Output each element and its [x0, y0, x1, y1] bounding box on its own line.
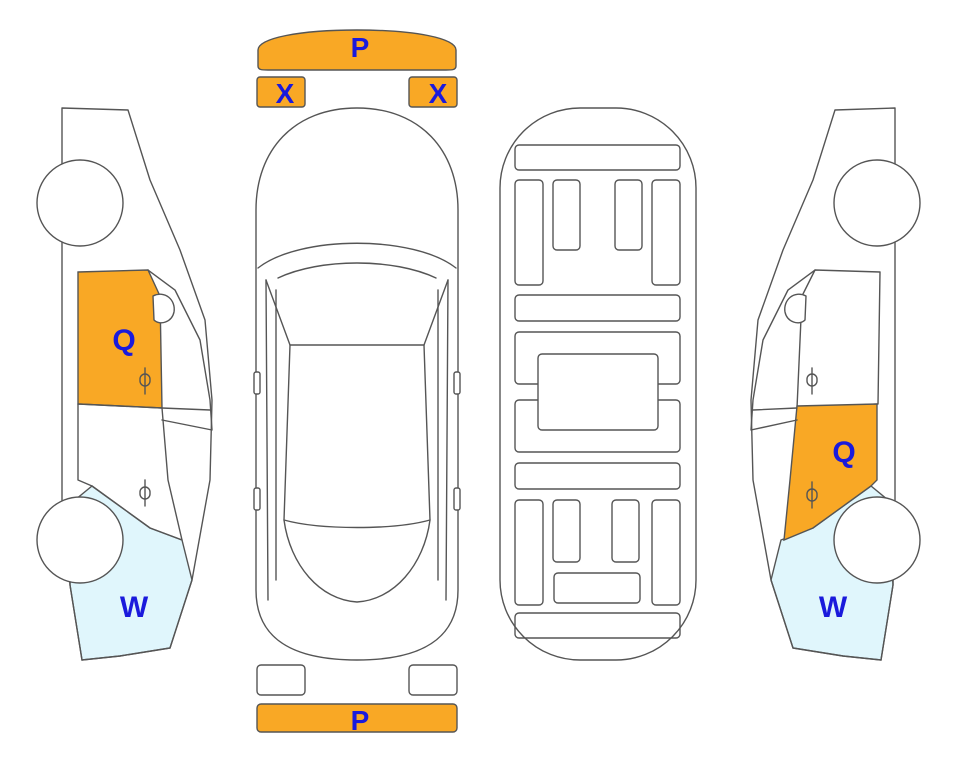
underbody-view [499, 107, 697, 661]
right-rear-door [796, 269, 881, 409]
right-mirror [784, 293, 807, 324]
left-front-door-label: Q [112, 324, 135, 357]
right-window-lines [750, 269, 816, 431]
underbody-front-panel [514, 144, 681, 171]
front-bumper-label: P [351, 32, 370, 63]
top-left-handle [253, 487, 261, 511]
top-right-mirror [453, 371, 461, 395]
underbody-slot [514, 499, 544, 606]
left-mirror [152, 293, 175, 324]
underbody-slot [611, 499, 640, 563]
top-left-mirror [253, 371, 261, 395]
right-body-outline [750, 107, 896, 661]
rear-bumper-label: P [351, 705, 370, 736]
left-front-door-area[interactable] [77, 269, 163, 409]
underbody-slot [552, 499, 581, 563]
underbody-slot [553, 572, 641, 604]
underbody-slot [552, 179, 581, 251]
right-headlight-label: X [429, 78, 448, 109]
right-taillight [408, 664, 458, 696]
left-taillight [256, 664, 306, 696]
top-body-outline [255, 107, 459, 661]
top-view: P X X P [253, 29, 461, 736]
underbody-center-panel [537, 353, 659, 431]
left-side-view: Q W [36, 107, 213, 661]
top-roof [283, 344, 431, 529]
underbody-slot [651, 179, 681, 286]
left-headlight-label: X [276, 78, 295, 109]
underbody-outline [499, 107, 697, 661]
right-front-door-label: Q [832, 436, 855, 469]
left-door-handles [139, 367, 151, 507]
top-windshield-inner [277, 262, 437, 279]
rear-bumper-area[interactable] [256, 703, 458, 733]
front-bumper-area[interactable] [257, 29, 457, 71]
top-pillars [265, 279, 449, 601]
right-front-door-area[interactable] [783, 403, 878, 542]
underbody-bar [514, 462, 681, 490]
top-windshield [257, 242, 457, 346]
left-window-lines [147, 269, 213, 431]
right-front-wheel [833, 496, 921, 584]
left-headlight-area[interactable] [256, 76, 306, 108]
right-side-view: Q W [750, 107, 921, 661]
underbody-slot [614, 179, 643, 251]
left-rear-wheel [36, 159, 124, 247]
left-front-wheel [36, 496, 124, 584]
top-rear-window [283, 519, 431, 603]
underbody-slot [514, 179, 544, 286]
right-front-fender-label: W [819, 591, 848, 624]
top-right-handle [453, 487, 461, 511]
left-body-outline [61, 107, 213, 661]
right-door-handles [806, 367, 818, 509]
underbody-bar [514, 294, 681, 322]
underbody-slot [651, 499, 681, 606]
underbody-rear-panel [514, 612, 681, 639]
right-headlight-area[interactable] [408, 76, 458, 108]
left-front-fender-label: W [120, 591, 149, 624]
right-rear-wheel [833, 159, 921, 247]
